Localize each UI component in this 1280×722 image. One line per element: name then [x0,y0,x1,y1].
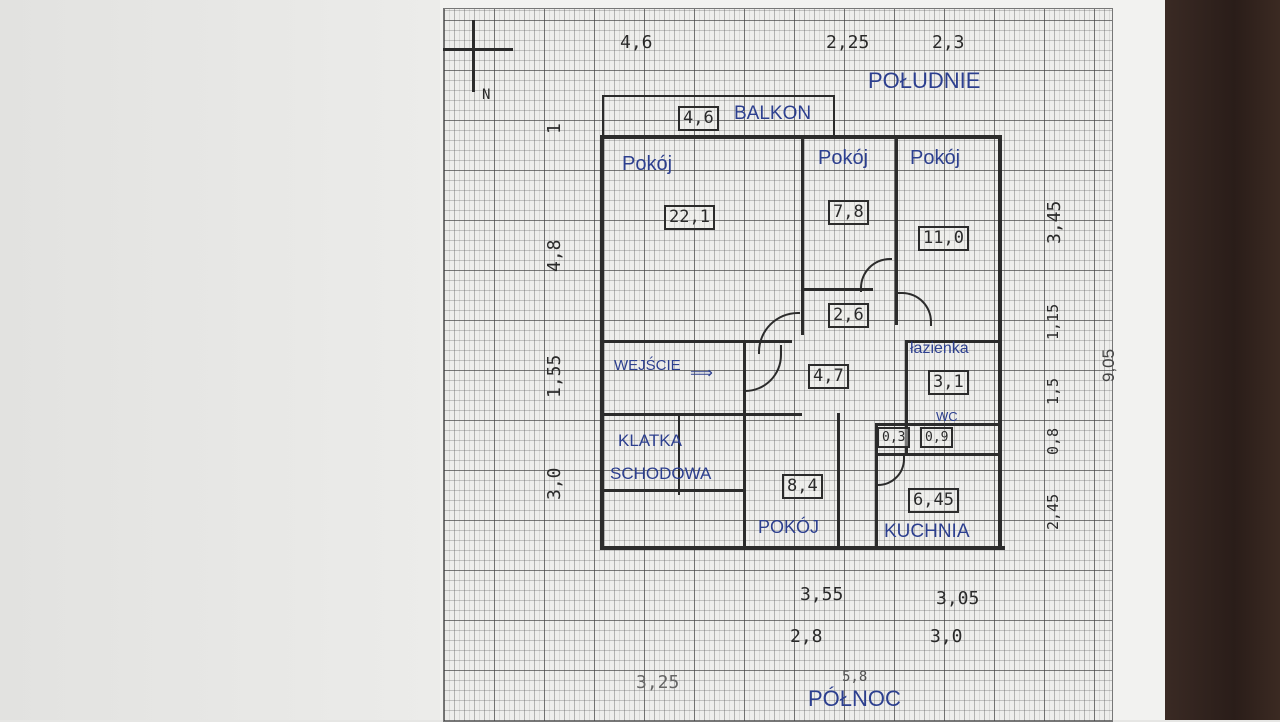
dim-left-3: 1,55 [544,354,565,398]
wall-v1 [801,135,804,335]
wc-area: 0,9 [920,427,954,448]
dim-left-4: 3,0 [544,467,565,500]
room-bottom-area: 8,4 [782,474,823,499]
room-bottom-label: POKÓJ [758,517,820,537]
dim-top-2: 2,25 [826,32,870,53]
staircase-label-1: KLATKA [618,431,682,450]
dim-right-3: 1,5 [1044,377,1062,405]
balcony-area: 4,6 [678,106,719,131]
dim-left-2: 4,8 [544,239,565,272]
entrance-label: WEJŚCIE [614,357,681,374]
north-arrow-icon [443,48,513,51]
staircase-label-2: SCHODOWA [610,464,712,483]
dim-bottom-1: 3,55 [800,584,844,605]
dim-right-5: 2,45 [1044,493,1062,530]
dim-right-4: 0,8 [1044,427,1062,455]
entrance-arrow-icon: ⟹ [690,365,713,382]
wall-staircase-right [743,340,746,548]
wall-bath-top [905,340,1000,343]
balcony-label: BALKON [734,103,812,124]
bathroom-label: łazienka [910,340,969,357]
dim-bottom-5: 3,25 [636,672,680,693]
kitchen-label: KUCHNIA [884,521,970,542]
room-right-area: 11,0 [918,226,969,251]
wall-entrance-bottom [602,413,802,416]
dim-total: 9,05 [1099,348,1118,382]
wall-staircase-inner [602,489,745,492]
kitchen-area: 6,45 [908,488,959,513]
dim-right-2: 1,15 [1044,303,1062,340]
room-large-area: 22,1 [664,205,715,230]
room-small-label: Pokój [818,147,869,169]
dim-top-1: 4,6 [620,32,653,53]
south-label: POŁUDNIE [868,68,981,93]
dim-bottom-2: 3,05 [936,588,980,609]
wall-bath-left [905,340,908,455]
wall-entrance-top [602,340,792,343]
wooden-table [1165,0,1280,720]
wc-label: WC [936,409,958,424]
dim-bottom-6: 5,8 [842,669,868,685]
room-small-area: 7,8 [828,200,869,225]
wall-v2 [895,135,898,325]
wall-bottom [600,546,1005,550]
dim-bottom-3: 2,8 [790,626,823,647]
wall-closet-top [803,288,873,291]
north-arrow-label: N [482,87,491,103]
north-label: PÓŁNOC [808,686,901,711]
wall-wc-top [875,423,1000,426]
dim-right-1: 3,45 [1044,200,1065,244]
wall-kitchen-left [875,425,878,548]
wall-room-hall [837,413,840,548]
staircase-divider [678,415,680,495]
dim-left-1: 1 [544,123,565,134]
north-arrow-stem [472,20,475,92]
closet-area: 2,6 [828,303,869,328]
paper-background [0,0,440,720]
wall-right [998,135,1002,550]
room-large-label: Pokój [622,153,673,175]
wc-area-small: 0,3 [877,427,911,448]
wall-wc-bottom [875,453,1002,456]
room-right-label: Pokój [910,147,961,169]
dim-top-3: 2,3 [932,32,965,53]
dim-bottom-4: 3,0 [930,626,963,647]
hall-area: 4,7 [808,364,849,389]
bathroom-area: 3,1 [928,370,969,395]
